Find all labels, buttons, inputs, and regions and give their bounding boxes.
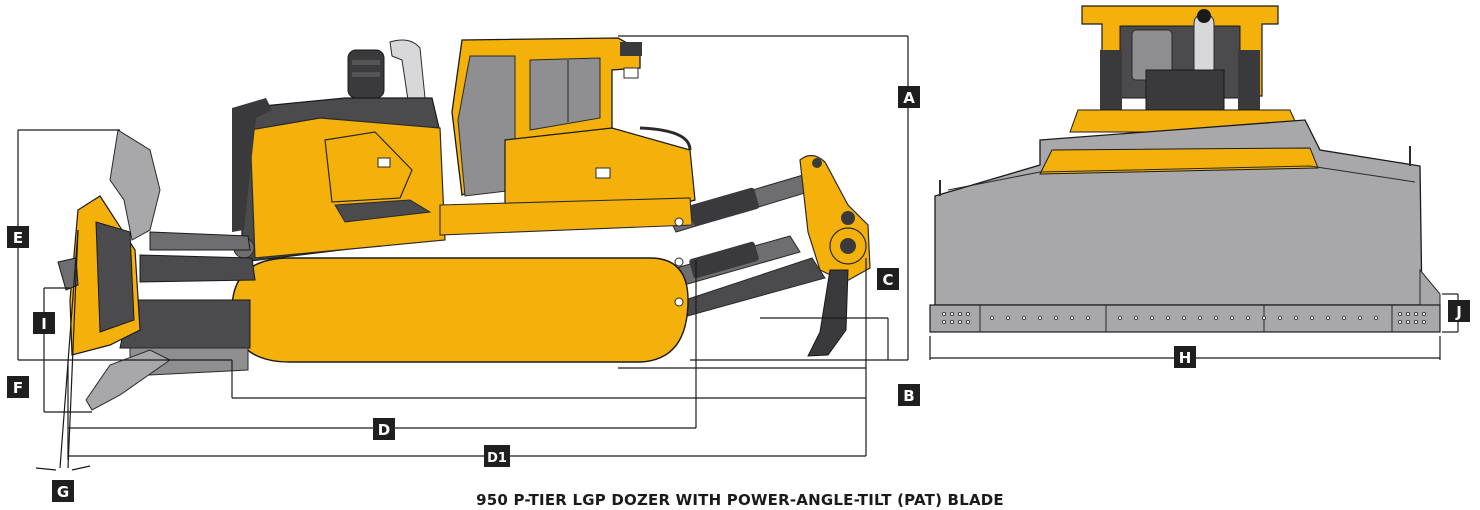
bolt-hole bbox=[950, 319, 955, 324]
svg-text:B: B bbox=[903, 387, 914, 405]
bolt-hole bbox=[1358, 315, 1363, 320]
bolt-hole bbox=[1150, 315, 1155, 320]
bolt-hole bbox=[1166, 315, 1171, 320]
bolt-hole bbox=[1374, 315, 1379, 320]
bolt-hole bbox=[1294, 315, 1299, 320]
svg-text:J: J bbox=[1455, 303, 1462, 321]
dimension-label-h: H bbox=[1174, 346, 1196, 368]
dimension-label-a: A bbox=[898, 86, 920, 108]
dimension-label-d1: D1 bbox=[484, 445, 510, 467]
bolt-hole bbox=[1070, 315, 1075, 320]
ripper-assembly bbox=[667, 154, 871, 357]
side-view-blade bbox=[57, 129, 171, 411]
dimension-label-f: F bbox=[7, 376, 29, 398]
bolt-hole bbox=[1230, 315, 1235, 320]
bolt-hole bbox=[958, 311, 963, 316]
bolt-hole bbox=[1398, 319, 1403, 324]
bolt-hole bbox=[1342, 315, 1347, 320]
dimension-label-e: E bbox=[7, 226, 29, 248]
bolt-hole bbox=[1198, 315, 1203, 320]
bolt-hole bbox=[1246, 315, 1251, 320]
bolt-hole bbox=[1134, 315, 1139, 320]
bolt-hole bbox=[1006, 315, 1011, 320]
bolt-hole bbox=[1310, 315, 1315, 320]
bolt-hole bbox=[1182, 315, 1187, 320]
svg-text:E: E bbox=[13, 229, 23, 247]
svg-text:C: C bbox=[882, 271, 893, 289]
front-view-dozer bbox=[929, 5, 1441, 333]
bolt-hole bbox=[1422, 311, 1427, 316]
svg-text:D: D bbox=[378, 421, 390, 439]
bolt-hole bbox=[1038, 315, 1043, 320]
svg-text:D1: D1 bbox=[487, 451, 507, 466]
bolt-hole bbox=[1406, 319, 1411, 324]
bolt-hole bbox=[942, 311, 947, 316]
svg-text:G: G bbox=[57, 483, 69, 501]
bolt-hole bbox=[966, 319, 971, 324]
bolt-hole bbox=[990, 315, 995, 320]
bolt-hole bbox=[1414, 319, 1419, 324]
svg-text:I: I bbox=[41, 315, 47, 333]
bolt-hole bbox=[966, 311, 971, 316]
dimension-label-j: J bbox=[1448, 300, 1470, 322]
diagram-caption: 950 P-TIER LGP DOZER WITH POWER-ANGLE-TI… bbox=[476, 491, 1004, 509]
dimension-label-c: C bbox=[877, 268, 899, 290]
bolt-hole bbox=[1086, 315, 1091, 320]
bolt-hole bbox=[1118, 315, 1123, 320]
exhaust-stack bbox=[347, 39, 426, 101]
bolt-hole bbox=[1214, 315, 1219, 320]
dimension-label-g: G bbox=[52, 480, 74, 502]
dimension-label-b: B bbox=[898, 384, 920, 406]
svg-text:A: A bbox=[903, 89, 915, 107]
bolt-hole bbox=[942, 319, 947, 324]
bolt-hole bbox=[1054, 315, 1059, 320]
bolt-hole bbox=[958, 319, 963, 324]
operator-cab bbox=[451, 37, 642, 197]
engine-side-panel bbox=[249, 117, 446, 259]
bolt-hole bbox=[1278, 315, 1283, 320]
dimension-label-d: D bbox=[373, 418, 395, 440]
svg-text:H: H bbox=[1179, 349, 1192, 367]
dimension-label-i: I bbox=[33, 312, 55, 334]
front-view-blade bbox=[934, 119, 1423, 306]
bolt-hole bbox=[1414, 311, 1419, 316]
bolt-hole bbox=[1422, 319, 1427, 324]
side-view-dozer bbox=[57, 37, 871, 411]
bolt-hole bbox=[1262, 315, 1267, 320]
svg-text:F: F bbox=[13, 379, 23, 397]
bolt-hole bbox=[950, 311, 955, 316]
bolt-hole bbox=[1398, 311, 1403, 316]
bolt-hole bbox=[1406, 311, 1411, 316]
bolt-hole bbox=[1022, 315, 1027, 320]
bolt-hole bbox=[1326, 315, 1331, 320]
